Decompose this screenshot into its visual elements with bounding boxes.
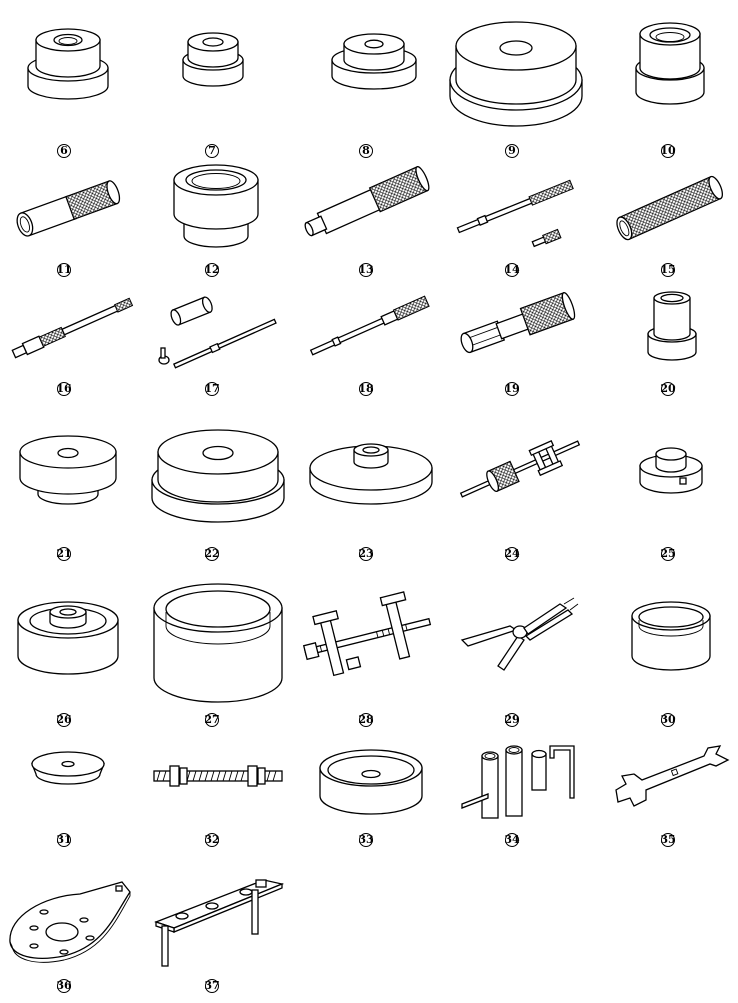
tool-number-31: 31 <box>49 832 79 848</box>
tool-9-large-press-disc <box>446 6 586 130</box>
tool-15-knurled-sleeve <box>610 168 730 248</box>
tool-12-bearing-cup <box>170 158 262 258</box>
tool-number-36: 36 <box>49 978 79 994</box>
tool-11-knurled-driver <box>14 168 126 248</box>
tool-30-ring-sleeve <box>628 594 714 678</box>
tool-17-rod-and-sleeve-set <box>154 284 284 374</box>
tool-number-12: 12 <box>197 262 227 278</box>
tool-number-13: 13 <box>351 262 381 278</box>
tool-37-holder-bar <box>152 872 288 972</box>
tool-number-32: 32 <box>197 832 227 848</box>
tool-25-notched-ring <box>636 442 706 500</box>
tool-number-14: 14 <box>497 262 527 278</box>
tool-22-large-press-disc <box>148 414 288 530</box>
tool-18-rod-driver <box>302 284 438 368</box>
tool-number-20: 20 <box>653 381 683 397</box>
tool-number-21: 21 <box>49 546 79 562</box>
tool-28-bearing-puller <box>298 591 438 684</box>
tool-number-10: 10 <box>653 143 683 159</box>
tool-26-cup-driver <box>14 594 122 680</box>
tool-number-23: 23 <box>351 546 381 562</box>
tool-number-15: 15 <box>653 262 683 278</box>
tool-14-drift-pins <box>452 162 582 252</box>
tool-number-25: 25 <box>653 546 683 562</box>
tool-number-33: 33 <box>351 832 381 848</box>
tool-33-cup-driver <box>316 742 426 822</box>
tool-number-17: 17 <box>197 381 227 397</box>
tool-36-flange-holder-plate <box>4 876 134 966</box>
tool-number-24: 24 <box>497 546 527 562</box>
tool-27-large-sleeve <box>150 574 286 708</box>
tool-number-28: 28 <box>351 712 381 728</box>
tool-number-16: 16 <box>49 381 79 397</box>
tool-number-35: 35 <box>653 832 683 848</box>
tool-number-9: 9 <box>497 143 527 159</box>
tool-number-11: 11 <box>49 262 79 278</box>
tool-16-long-rod-puller <box>4 284 140 370</box>
tool-number-26: 26 <box>49 712 79 728</box>
tool-24-slide-hammer-puller <box>452 422 588 516</box>
tool-31-thin-disc <box>28 740 108 796</box>
tool-29-snap-ring-pliers <box>460 596 580 672</box>
tool-6-press-disc <box>20 18 116 103</box>
tool-number-6: 6 <box>49 143 79 159</box>
tool-number-8: 8 <box>351 143 381 159</box>
tool-13-handle-driver <box>300 158 436 250</box>
tool-number-18: 18 <box>351 381 381 397</box>
tool-number-29: 29 <box>497 712 527 728</box>
tool-number-19: 19 <box>497 381 527 397</box>
tool-10-sleeve <box>632 18 708 110</box>
tool-35-open-end-wrench <box>612 744 732 810</box>
tool-number-7: 7 <box>197 143 227 159</box>
tool-number-22: 22 <box>197 546 227 562</box>
tool-21-press-disc <box>16 426 120 514</box>
tool-number-34: 34 <box>497 832 527 848</box>
tool-number-37: 37 <box>197 978 227 994</box>
tool-34-socket-wrench-set <box>458 738 580 828</box>
tool-8-press-disc <box>328 30 420 96</box>
tool-number-27: 27 <box>197 712 227 728</box>
tool-7-small-press-disc <box>178 28 248 94</box>
tool-20-stepped-sleeve <box>644 286 700 366</box>
tool-32-threaded-rod <box>150 756 286 796</box>
tool-23-flat-press-disc <box>306 430 436 512</box>
tool-number-30: 30 <box>653 712 683 728</box>
tool-19-collet-puller <box>454 280 584 370</box>
